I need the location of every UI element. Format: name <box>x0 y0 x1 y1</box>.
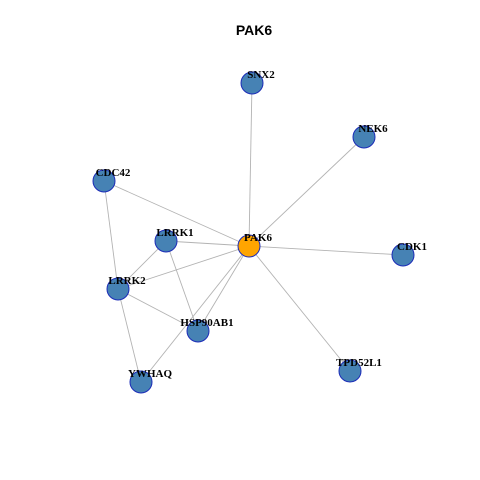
edge-pak6-cdk1 <box>248 245 404 256</box>
node-lrrk2[interactable] <box>106 277 130 301</box>
node-hsp90ab1[interactable] <box>186 319 210 343</box>
edge-pak6-lrrk1 <box>165 240 250 247</box>
edge-pak6-nek6 <box>248 136 365 247</box>
node-label-nek6: NEK6 <box>358 123 388 135</box>
node-label-lrrk2: LRRK2 <box>108 275 146 287</box>
node-lrrk1[interactable] <box>154 229 178 253</box>
node-nek6[interactable] <box>352 125 376 149</box>
node-cdc42[interactable] <box>92 169 116 193</box>
node-layer <box>92 71 415 394</box>
edge-lrrk2-hsp90ab1 <box>117 288 199 332</box>
node-label-cdk1: CDK1 <box>397 241 427 253</box>
edge-lrrk2-ywhaq <box>117 288 142 383</box>
node-label-snx2: SNX2 <box>247 69 275 81</box>
edge-pak6-lrrk2 <box>117 245 250 290</box>
node-label-pak6: PAK6 <box>244 232 272 244</box>
node-label-hsp90ab1: HSP90AB1 <box>180 317 233 329</box>
node-label-ywhaq: YWHAQ <box>128 368 172 380</box>
node-label-tpd52l1: TPD52L1 <box>336 357 382 369</box>
node-label-lrrk1: LRRK1 <box>156 227 193 239</box>
node-snx2[interactable] <box>240 71 264 95</box>
edge-cdc42-lrrk2 <box>103 180 119 290</box>
edge-pak6-hsp90ab1 <box>197 245 250 332</box>
node-cdk1[interactable] <box>391 243 415 267</box>
edge-pak6-snx2 <box>248 82 253 247</box>
label-layer: PAK6 SNX2NEK6CDC42LRRK1CDK1LRRK2HSP90AB1T… <box>96 69 427 380</box>
node-tpd52l1[interactable] <box>338 359 362 383</box>
diagram-title: PAK6 <box>236 22 273 38</box>
edge-pak6-tpd52l1 <box>248 245 351 372</box>
edge-pak6-ywhaq <box>140 245 250 383</box>
node-ywhaq[interactable] <box>129 370 153 394</box>
edge-lrrk1-hsp90ab1 <box>165 240 199 332</box>
edge-pak6-cdc42 <box>103 180 250 247</box>
node-pak6[interactable] <box>237 234 261 258</box>
node-label-cdc42: CDC42 <box>96 167 131 179</box>
